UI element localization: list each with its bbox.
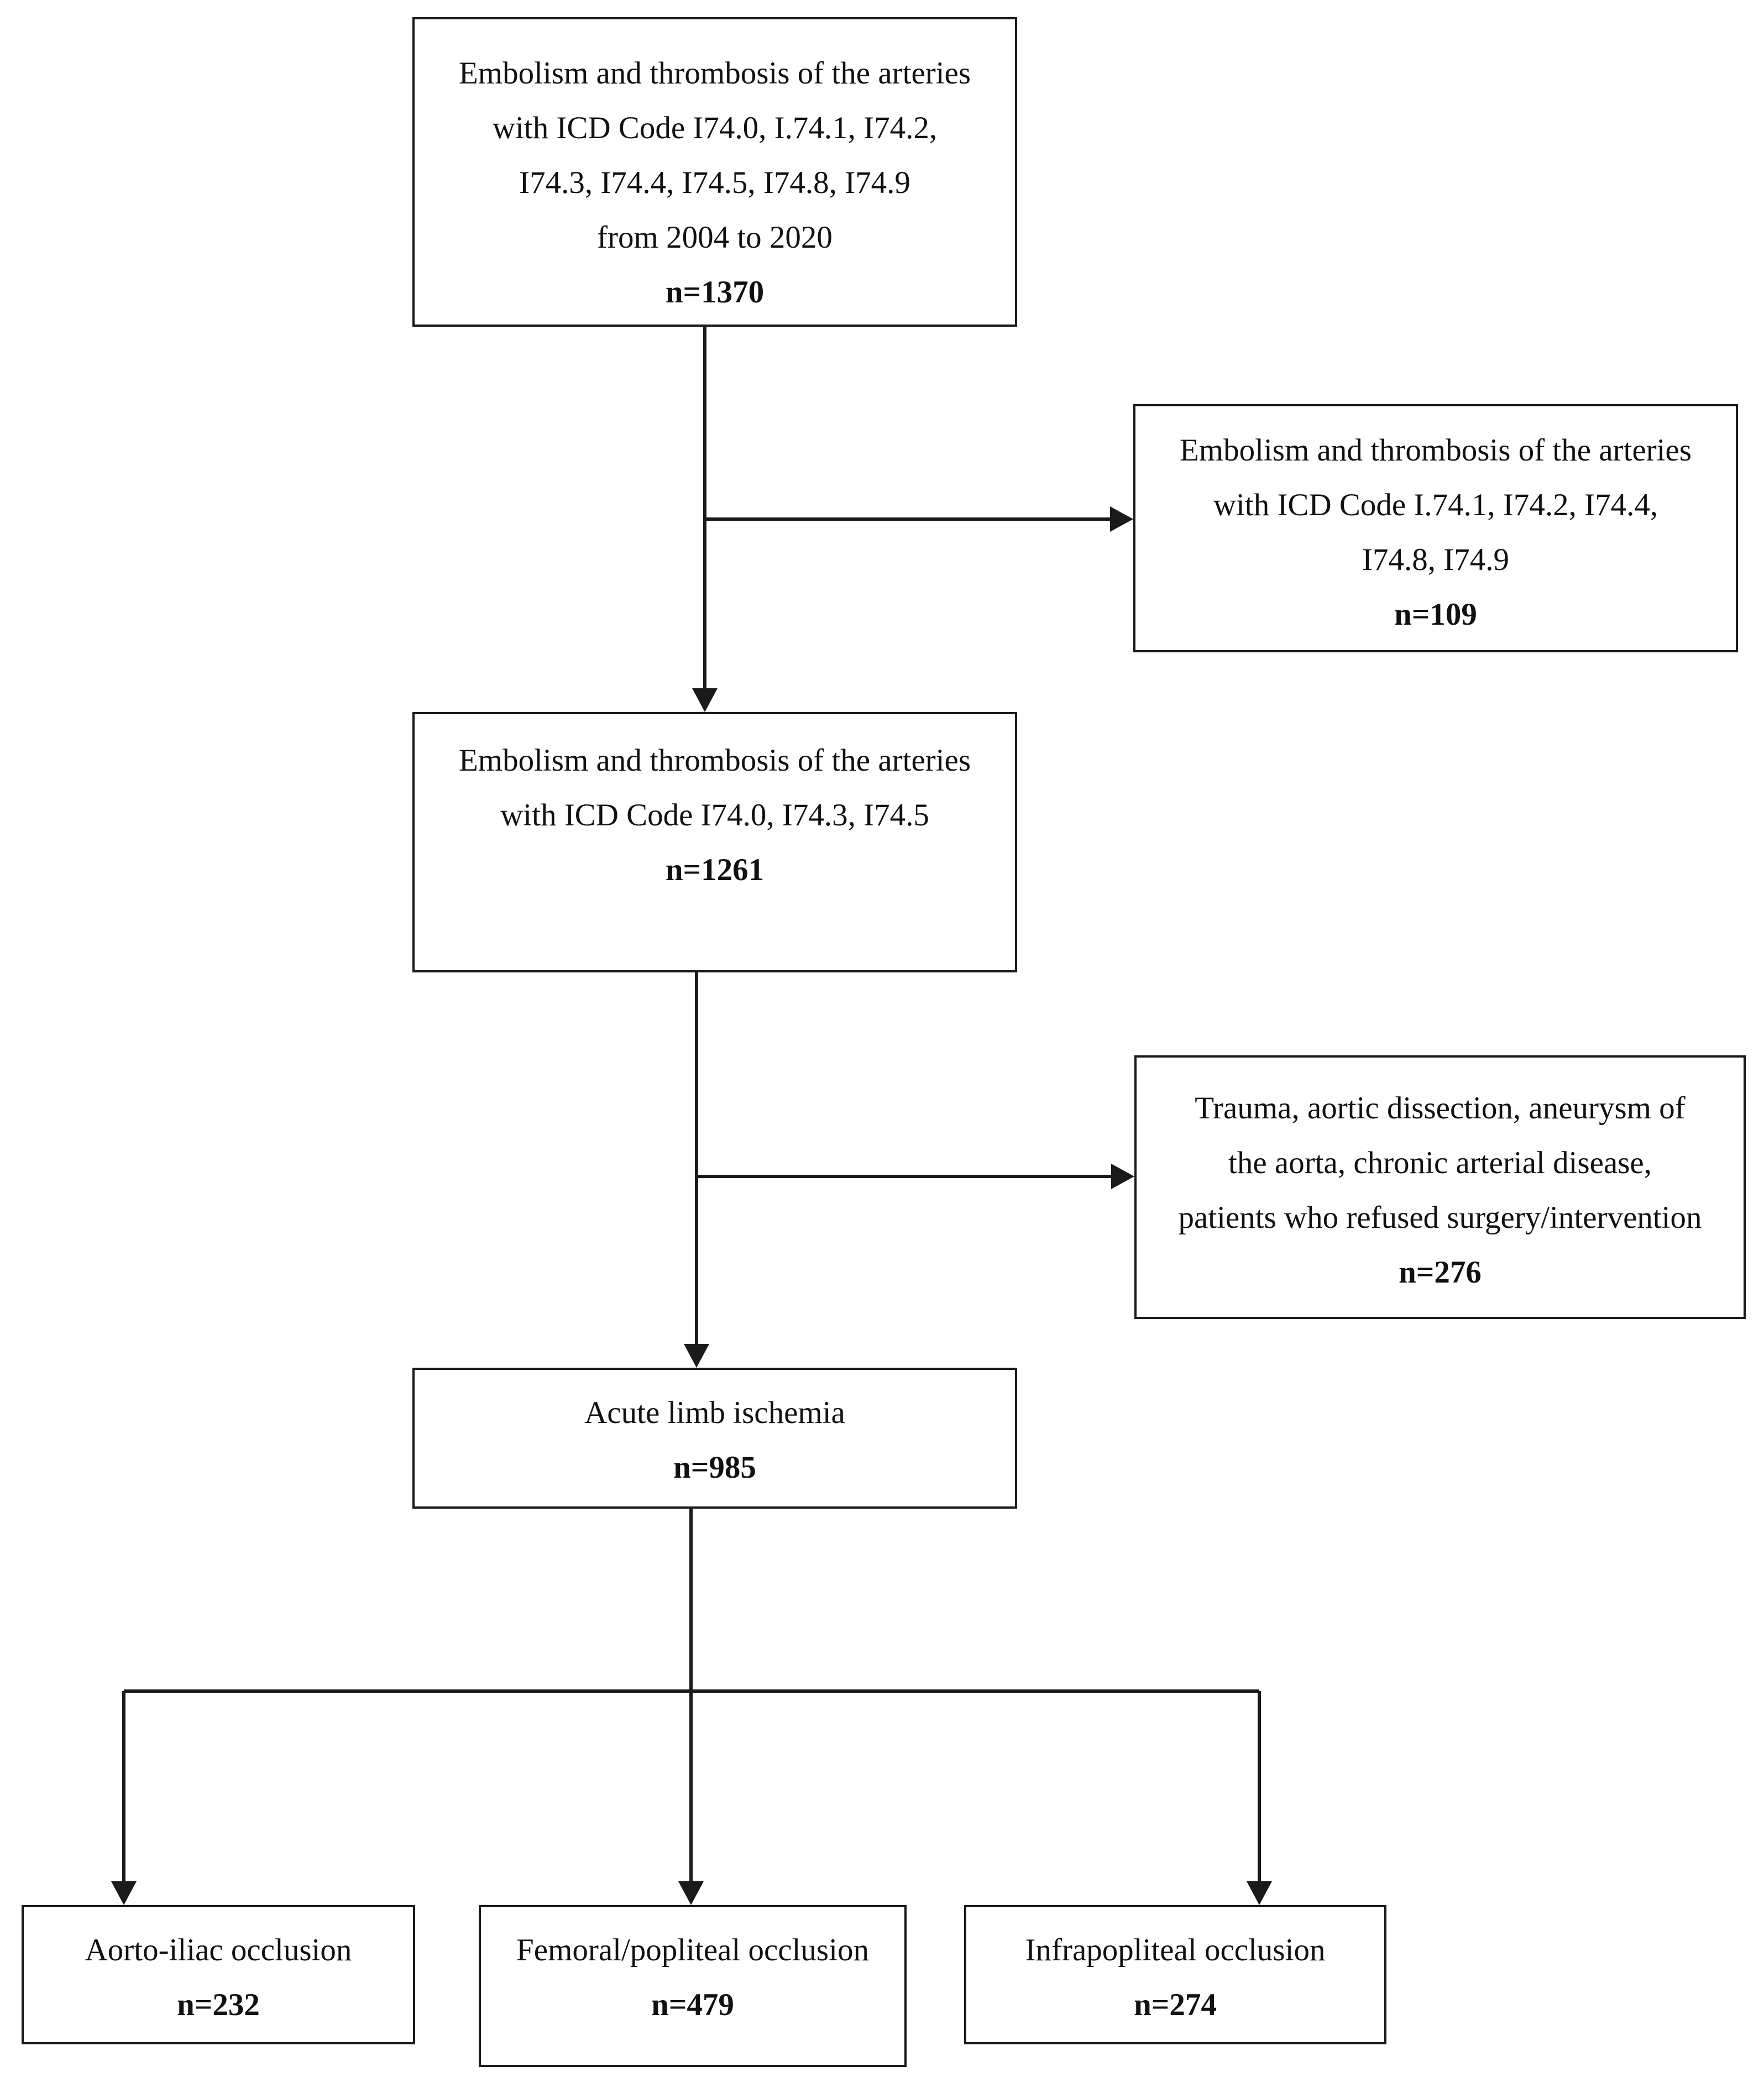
box-text-line: patients who refused surgery/interventio… bbox=[1178, 1200, 1702, 1235]
box-text-line: with ICD Code I74.0, I.74.1, I74.2, bbox=[492, 111, 938, 145]
box-text-line: the aorta, chronic arterial disease, bbox=[1228, 1145, 1652, 1180]
box-acute-limb-ischemia: Acute limb ischemia n=985 bbox=[412, 1368, 1017, 1509]
box-count: n=232 bbox=[177, 1987, 260, 2022]
arrowhead-to-excluded-1 bbox=[1110, 506, 1133, 532]
box-text-line: Femoral/popliteal occlusion bbox=[516, 1933, 869, 1968]
box-text-line: Acute limb ischemia bbox=[584, 1395, 845, 1430]
box-femoral-popliteal-occlusion: Femoral/popliteal occlusion n=479 bbox=[479, 1905, 907, 2067]
box-text-line: Embolism and thrombosis of the arteries bbox=[1179, 433, 1692, 468]
box-excluded-conditions: Trauma, aortic dissection, aneurysm of t… bbox=[1134, 1055, 1746, 1319]
box-count: n=276 bbox=[1399, 1255, 1482, 1290]
box-count: n=985 bbox=[673, 1450, 756, 1485]
arrowhead-to-aorto-iliac bbox=[111, 1881, 137, 1905]
box-text-line: Infrapopliteal occlusion bbox=[1025, 1933, 1326, 1968]
arrowhead-to-excluded-2 bbox=[1111, 1164, 1134, 1189]
arrowhead-to-femoral bbox=[678, 1881, 704, 1905]
box-text-line: with ICD Code I.74.1, I74.2, I74.4, bbox=[1213, 488, 1658, 522]
arrowhead-eligible-to-ali bbox=[684, 1344, 709, 1368]
box-text-line: Trauma, aortic dissection, aneurysm of bbox=[1195, 1091, 1686, 1126]
arrowhead-initial-to-eligible bbox=[692, 688, 718, 712]
box-text-line: Embolism and thrombosis of the arteries bbox=[458, 56, 971, 91]
box-text-line: I74.8, I74.9 bbox=[1362, 542, 1509, 577]
box-count: n=1370 bbox=[665, 275, 765, 310]
box-text-line: from 2004 to 2020 bbox=[597, 220, 833, 255]
box-count: n=274 bbox=[1134, 1987, 1217, 2022]
box-count: n=479 bbox=[651, 1987, 734, 2022]
box-initial-cohort: Embolism and thrombosis of the arteries … bbox=[412, 17, 1017, 327]
box-text-line: Embolism and thrombosis of the arteries bbox=[458, 743, 971, 778]
box-text-line: Aorto-iliac occlusion bbox=[85, 1933, 352, 1968]
box-count: n=109 bbox=[1394, 597, 1477, 632]
box-excluded-icd-codes: Embolism and thrombosis of the arteries … bbox=[1133, 404, 1738, 652]
box-aorto-iliac-occlusion: Aorto-iliac occlusion n=232 bbox=[22, 1905, 415, 2044]
arrowhead-to-infrapopliteal bbox=[1247, 1881, 1272, 1905]
box-eligible-icd-codes: Embolism and thrombosis of the arteries … bbox=[412, 712, 1017, 972]
box-text-line: I74.3, I74.4, I74.5, I74.8, I74.9 bbox=[519, 165, 910, 200]
box-text-line: with ICD Code I74.0, I74.3, I74.5 bbox=[500, 798, 929, 833]
box-infrapopliteal-occlusion: Infrapopliteal occlusion n=274 bbox=[964, 1905, 1386, 2044]
box-count: n=1261 bbox=[665, 852, 765, 887]
